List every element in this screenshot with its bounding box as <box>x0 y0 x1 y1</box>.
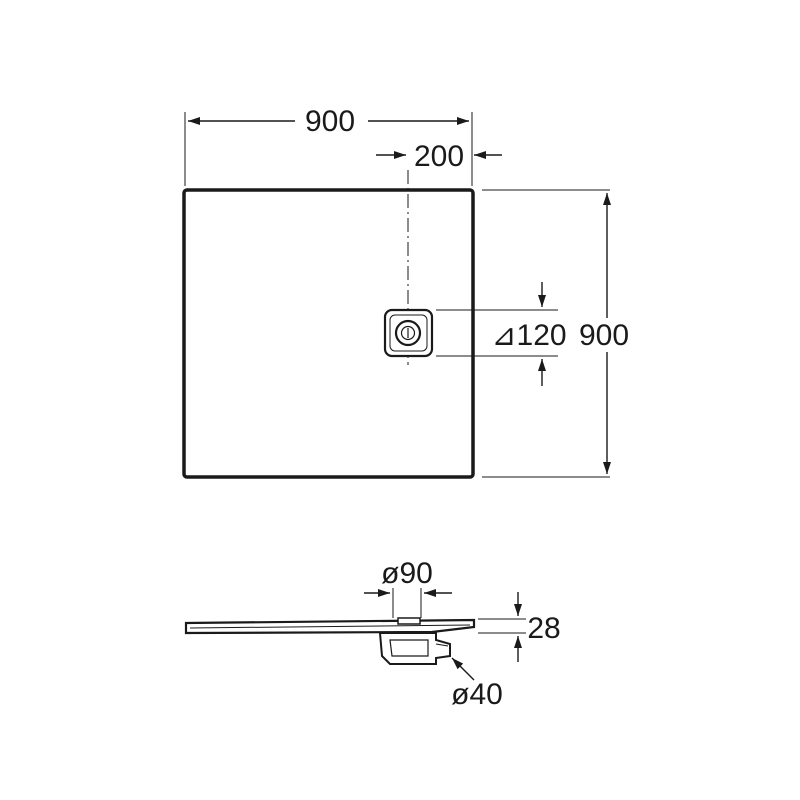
outlet-diameter-label: ø40 <box>451 678 503 711</box>
drain-size-dimension: ⊿120 <box>436 282 567 386</box>
drain-diameter-label: ø90 <box>381 557 433 590</box>
width-dimension: 900 <box>184 105 473 186</box>
drain-offset-label: 200 <box>414 140 464 173</box>
width-label: 900 <box>305 105 355 138</box>
drain-size-label: ⊿120 <box>491 319 566 352</box>
tray-outline <box>182 188 475 479</box>
depth-dimension: 900 <box>482 189 629 478</box>
drain-grate <box>383 308 434 358</box>
plan-view: 900 200 ⊿120 <box>182 105 629 479</box>
drain-body <box>378 617 451 665</box>
outlet-diameter-leader: ø40 <box>451 657 503 711</box>
drain-offset-dimension: 200 <box>376 140 502 173</box>
depth-label: 900 <box>579 319 629 352</box>
height-dimension: 28 <box>478 592 561 662</box>
side-view: ø90 28 ø40 <box>184 557 561 711</box>
height-label: 28 <box>527 612 560 645</box>
drain-diameter-dimension: ø90 <box>364 557 452 618</box>
